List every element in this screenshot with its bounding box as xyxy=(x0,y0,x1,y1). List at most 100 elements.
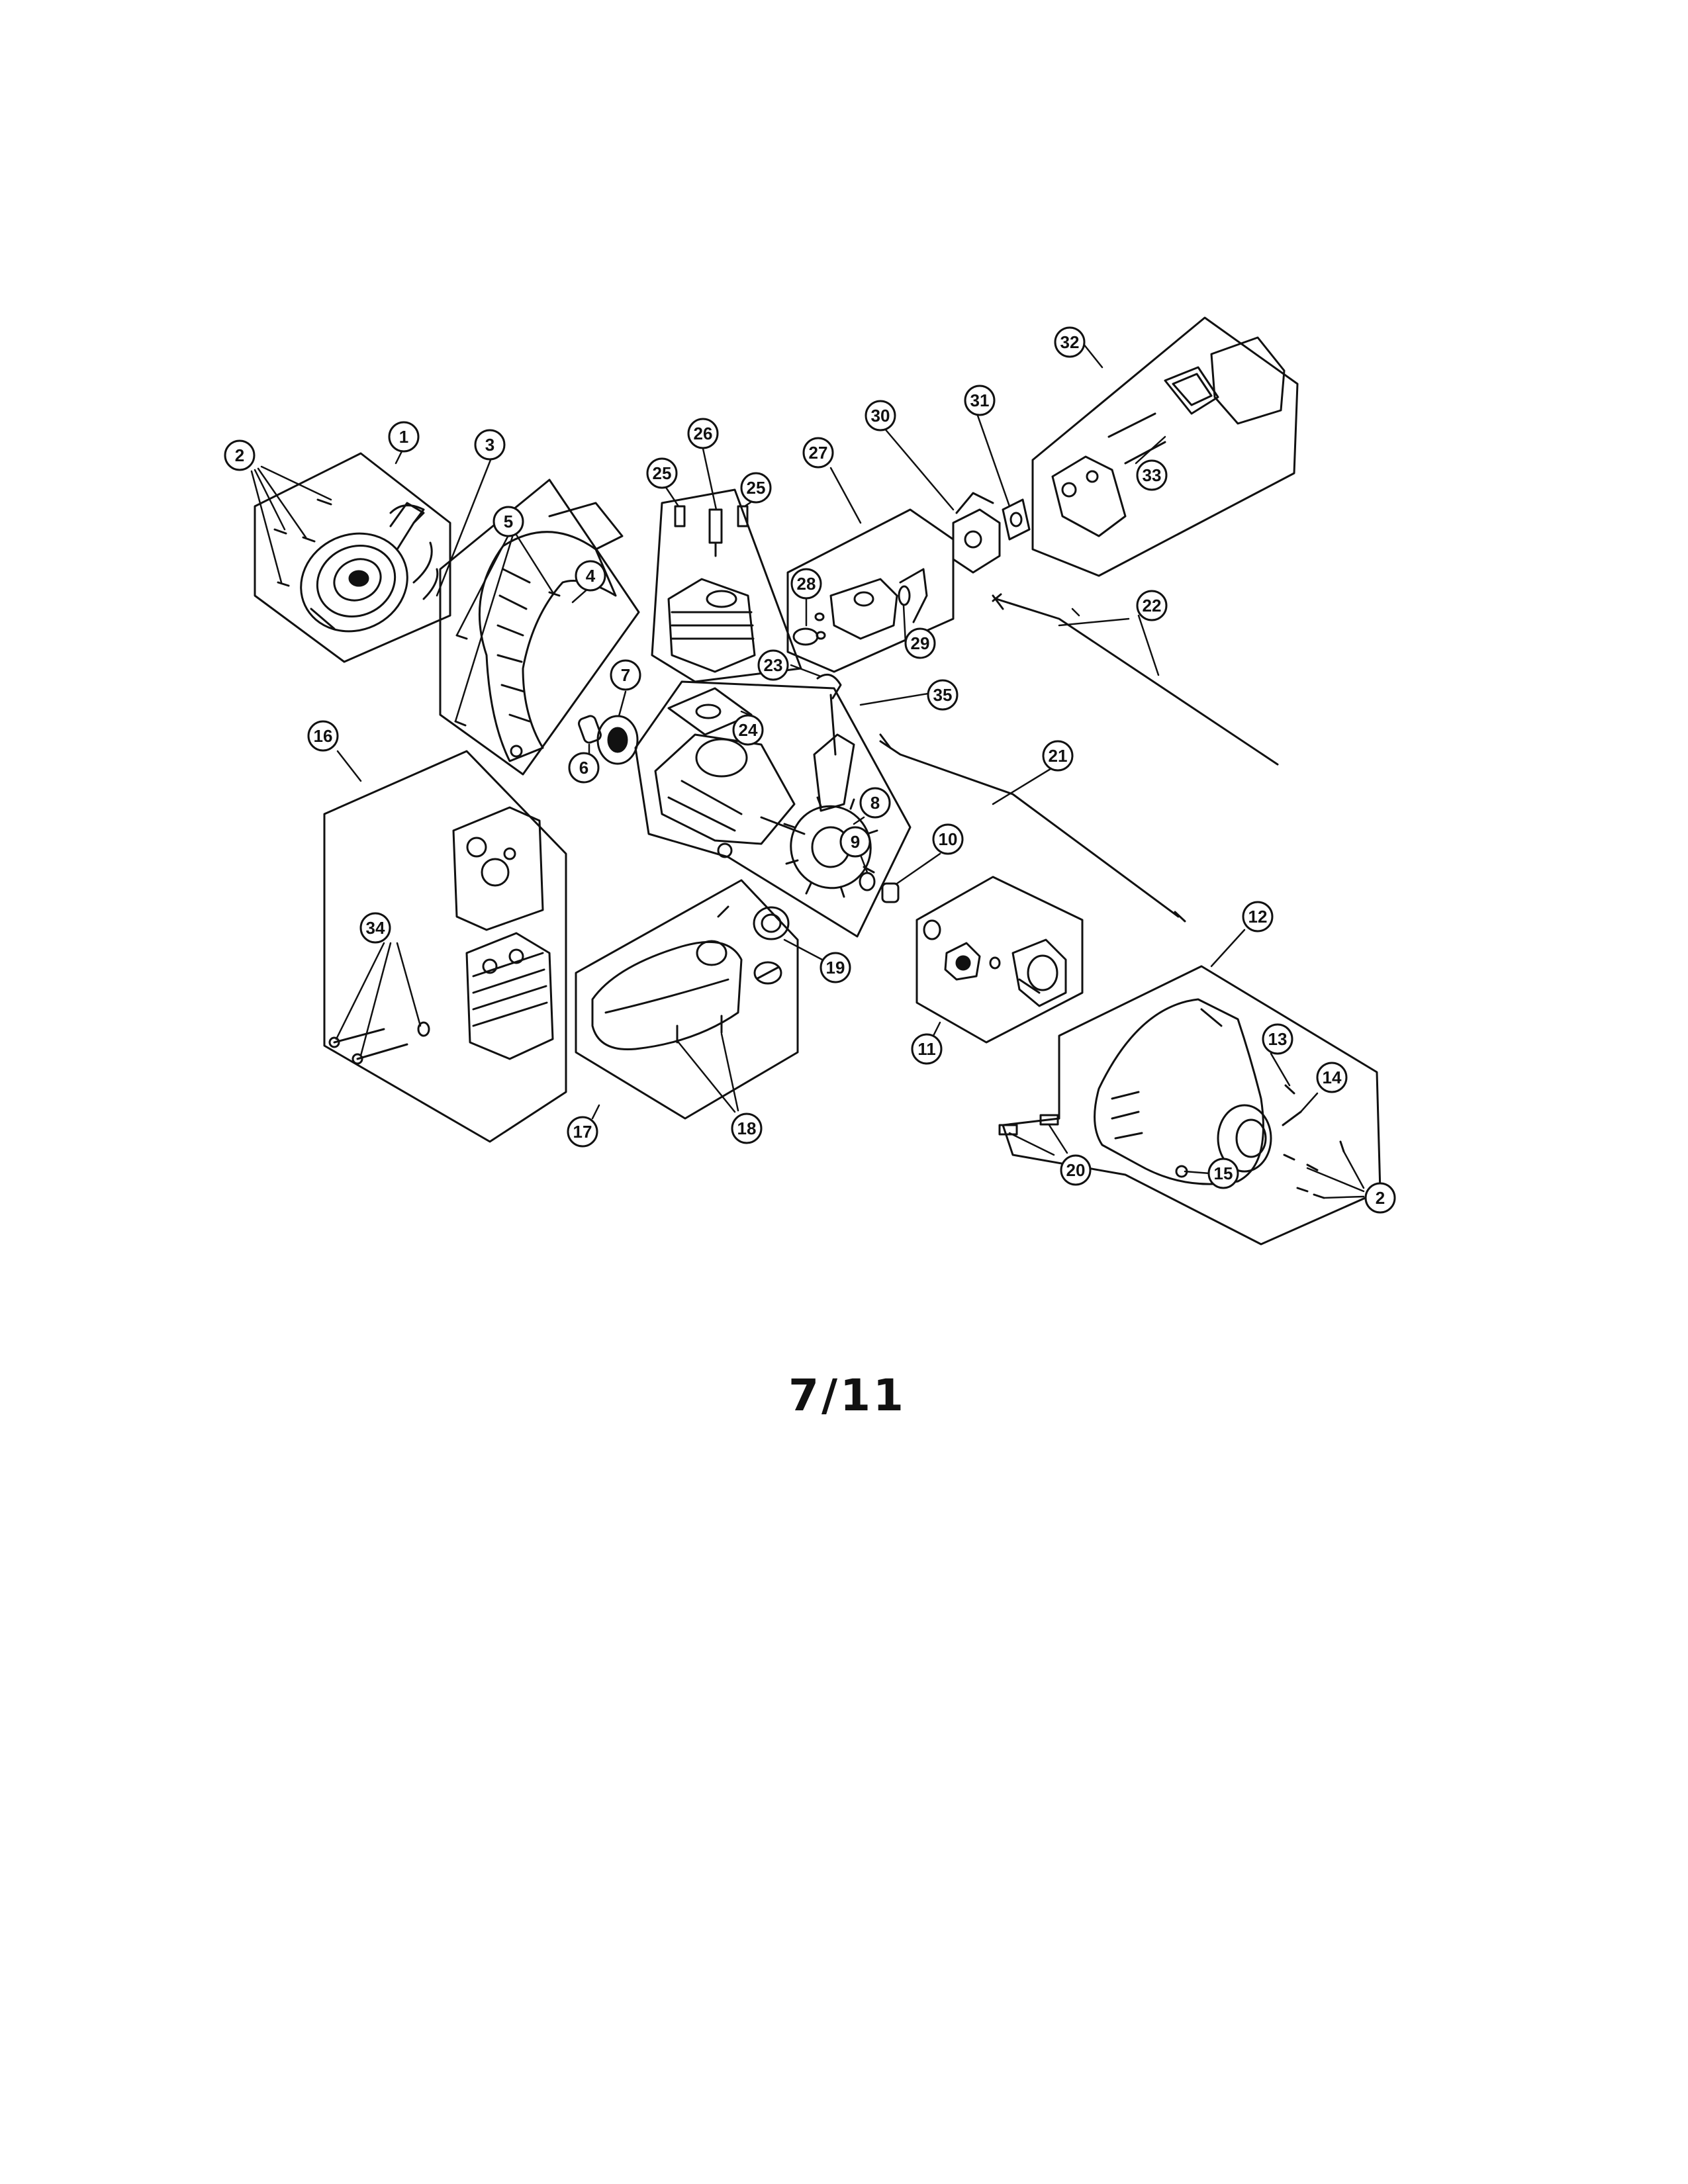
callout-bubble xyxy=(839,826,871,858)
callout-label: 25 xyxy=(747,478,766,498)
group-outline-cylinder xyxy=(651,488,802,683)
callout-bubble xyxy=(492,506,524,537)
callout-bubble xyxy=(820,952,851,983)
callout-9: 9 xyxy=(839,826,871,858)
callout-34: 34 xyxy=(359,912,391,944)
callout-11: 11 xyxy=(911,1033,943,1065)
callout-bubble xyxy=(388,421,420,453)
callout-bubble xyxy=(1060,1154,1092,1186)
callout-bubble xyxy=(732,714,764,746)
callout-bubble xyxy=(568,752,600,784)
spacer-icon xyxy=(578,715,602,744)
callout-10: 10 xyxy=(932,823,964,855)
callout-label: 11 xyxy=(917,1039,936,1059)
callout-label: 14 xyxy=(1323,1068,1342,1087)
callout-bubble xyxy=(932,823,964,855)
callout-bubble xyxy=(474,429,506,461)
callout-label: 5 xyxy=(504,512,513,531)
callout-label: 22 xyxy=(1143,596,1162,615)
callout-label: 4 xyxy=(586,566,596,586)
screw-icon xyxy=(454,591,561,727)
callout-6: 6 xyxy=(568,752,600,784)
seal-ring-icon xyxy=(898,585,911,606)
callout-bubble xyxy=(1242,901,1274,933)
callout-bubble xyxy=(1054,326,1086,358)
callout-label: 26 xyxy=(694,424,713,443)
group-outline-ignition-module xyxy=(786,508,955,673)
callout-7: 7 xyxy=(610,659,641,691)
callout-31: 31 xyxy=(964,385,996,416)
callout-label: 1 xyxy=(399,427,408,447)
callout-label: 15 xyxy=(1214,1163,1233,1183)
callout-12: 12 xyxy=(1242,901,1274,933)
fuel-cap-icon xyxy=(753,906,790,940)
callout-bubble xyxy=(802,437,834,469)
callout-label: 2 xyxy=(1376,1188,1385,1208)
callout-15: 15 xyxy=(1207,1158,1239,1189)
crankcase-icon xyxy=(654,733,806,858)
spark-plug-icon xyxy=(708,508,723,557)
callout-20: 20 xyxy=(1060,1154,1092,1186)
callout-bubble xyxy=(1364,1182,1396,1214)
ignition-module-icon xyxy=(829,568,928,640)
callout-bubble xyxy=(687,418,719,449)
callout-bubble xyxy=(740,472,772,504)
group-outline-air-filter xyxy=(1031,316,1299,577)
callout-27: 27 xyxy=(802,437,834,469)
callout-bubble xyxy=(911,1033,943,1065)
callout-label: 29 xyxy=(911,633,930,653)
recoil-starter-icon xyxy=(300,502,439,633)
callout-label: 21 xyxy=(1049,746,1068,766)
callout-label: 25 xyxy=(653,463,672,483)
screw-icon xyxy=(676,1015,723,1044)
callout-14: 14 xyxy=(1316,1062,1348,1093)
callout-1: 1 xyxy=(388,421,420,453)
washer-icon xyxy=(859,872,876,891)
carburetor-gasket-icon xyxy=(1002,498,1031,541)
callout-bubble xyxy=(224,439,256,471)
callout-label: 18 xyxy=(737,1118,757,1138)
callout-label: 6 xyxy=(579,758,588,778)
throttle-cable-icon xyxy=(879,593,1279,923)
callout-bubble xyxy=(1136,459,1168,491)
callout-bubble xyxy=(359,912,391,944)
callout-label: 10 xyxy=(939,829,958,849)
callout-label: 16 xyxy=(314,726,333,746)
starter-pulley-icon xyxy=(596,715,639,765)
fuel-cap-seal-icon xyxy=(753,961,782,985)
callout-bubble xyxy=(1207,1158,1239,1189)
callout-24: 24 xyxy=(732,714,764,746)
group-outline-clutch xyxy=(915,876,1084,1044)
callout-label: 2 xyxy=(235,445,244,465)
callout-label: 30 xyxy=(871,406,890,426)
group-outline-crankcase xyxy=(634,680,912,938)
nut-icon xyxy=(881,882,900,903)
callout-bubble xyxy=(904,627,936,659)
leader-lines xyxy=(250,343,1365,1199)
callout-bubble xyxy=(1316,1062,1348,1093)
callout-label: 23 xyxy=(764,655,783,675)
callout-23: 23 xyxy=(757,649,789,681)
callout-19: 19 xyxy=(820,952,851,983)
callout-17: 17 xyxy=(567,1116,598,1148)
callout-label: 32 xyxy=(1060,332,1080,352)
callout-bubble xyxy=(1136,590,1168,621)
callout-label: 13 xyxy=(1268,1029,1288,1049)
callout-18: 18 xyxy=(731,1113,763,1144)
callout-bubble xyxy=(1262,1023,1293,1055)
group-outline-recoil-starter xyxy=(254,452,451,663)
callout-bubble xyxy=(307,720,339,752)
callout-5: 5 xyxy=(492,506,524,537)
page-number: 7/11 xyxy=(788,1370,906,1421)
callout-label: 34 xyxy=(366,918,385,938)
callout-label: 35 xyxy=(933,685,953,705)
callout-label: 19 xyxy=(826,958,845,978)
callout-bubble xyxy=(646,457,678,489)
callout-bubble xyxy=(964,385,996,416)
callout-label: 24 xyxy=(739,720,758,740)
gear-housing-icon xyxy=(1094,998,1272,1185)
callout-bubble xyxy=(865,400,896,432)
carburetor-icon xyxy=(952,492,1001,574)
callout-33: 33 xyxy=(1136,459,1168,491)
